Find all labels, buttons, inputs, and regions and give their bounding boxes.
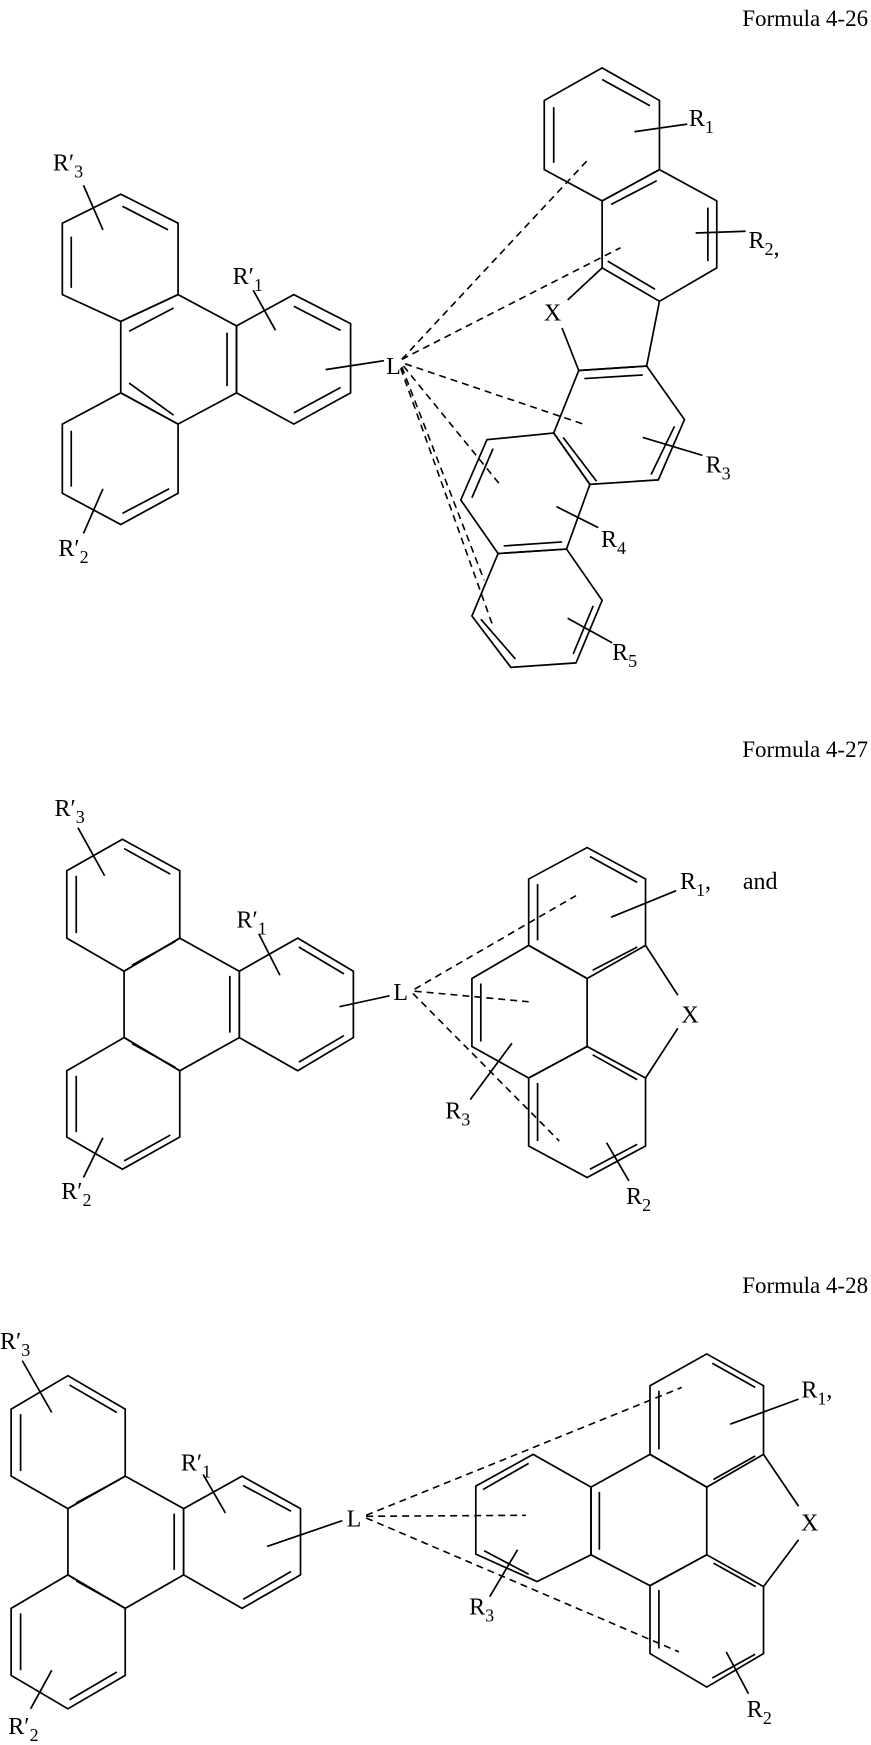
formula-4-27 — [67, 828, 678, 1181]
triphenylene-core — [11, 1376, 300, 1709]
substituent-bonds — [83, 185, 384, 533]
substituent-bonds — [22, 1361, 342, 1709]
label-r3: R3 — [445, 1099, 470, 1130]
label-r3: R3 — [469, 1594, 494, 1625]
hetero-atom-x: X — [681, 1002, 698, 1028]
dashed-attachment-bonds — [366, 1387, 682, 1651]
formula-4-26-labels: Formula 4-26X L R′3R′1R′2 R1R2, R3R4R5 — [53, 6, 868, 671]
formula-4-26 — [62, 68, 745, 668]
label-r3: R3 — [706, 452, 731, 483]
linker-l: L — [347, 1506, 362, 1532]
label-r-prime-1: R′1 — [181, 1450, 211, 1481]
label-r-prime-3: R′3 — [0, 1329, 30, 1360]
label-r-prime-1: R′1 — [233, 264, 263, 295]
label-r5: R5 — [612, 640, 637, 671]
formula-title: Formula 4-26 — [742, 6, 868, 31]
label-r1: R1 — [689, 106, 714, 137]
dashed-attachment-bonds — [401, 161, 621, 625]
formula-4-28 — [11, 1354, 798, 1709]
linker-l: L — [393, 980, 408, 1006]
label-r-prime-2: R′2 — [61, 1179, 91, 1210]
label-r1: R1, — [801, 1377, 832, 1408]
label-r-prime-3: R′3 — [55, 796, 85, 827]
label-r2: R2, — [749, 228, 780, 261]
hetero-atom-x: X — [544, 301, 561, 327]
label-r-prime-3: R′3 — [53, 151, 83, 182]
linker-l: L — [386, 354, 401, 380]
dashed-attachment-bonds — [413, 896, 576, 1141]
label-r2: R2 — [747, 1697, 772, 1728]
label-r-prime-1: R′1 — [237, 908, 267, 939]
formula-title: Formula 4-27 — [742, 737, 868, 762]
label-r4: R4 — [601, 527, 626, 558]
hetero-atom-x: X — [801, 1511, 818, 1537]
formula-4-27-labels: Formula 4-27X L R′3R′1R′2 R1, andR3R2 — [55, 737, 869, 1215]
label-r1: R1, — [680, 869, 711, 900]
triphenylene-core — [67, 839, 354, 1169]
formula-title: Formula 4-28 — [742, 1273, 868, 1298]
triphenylene-core — [62, 194, 350, 524]
label-r-prime-2: R′2 — [58, 536, 88, 567]
label-r2: R2 — [626, 1184, 651, 1215]
fused-ring-system — [461, 68, 746, 668]
conjunction-and: and — [743, 869, 778, 895]
label-r-prime-2: R′2 — [8, 1714, 38, 1745]
